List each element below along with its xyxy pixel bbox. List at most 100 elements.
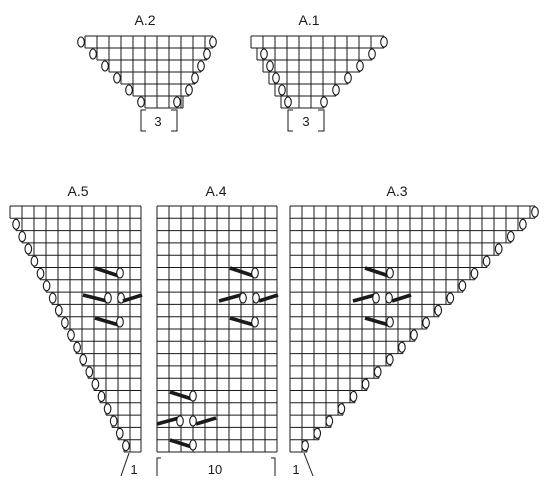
yarn-over-symbol xyxy=(284,96,292,108)
decrease-stroke-symbol xyxy=(169,438,193,449)
decrease-stroke-symbol xyxy=(364,266,390,278)
decrease-stroke-symbol xyxy=(94,266,120,278)
yarn-over-symbol xyxy=(103,403,112,415)
chart-grid-a1 xyxy=(250,35,385,109)
yarn-over-symbol xyxy=(372,292,380,304)
yarn-over-symbol xyxy=(332,84,340,96)
yarn-over-symbol xyxy=(272,72,280,84)
yarn-over-symbol xyxy=(109,415,118,427)
yarn-over-symbol xyxy=(137,96,145,108)
yarn-over-symbol xyxy=(356,60,364,72)
repeat-bracket-a5 xyxy=(120,452,130,477)
repeat-label-a5: 1 xyxy=(130,462,137,477)
decrease-stroke-symbol xyxy=(364,316,390,327)
yarn-over-symbol xyxy=(506,231,515,243)
yarn-over-symbol xyxy=(176,415,184,427)
yarn-over-symbol xyxy=(380,36,388,48)
yarn-over-symbol xyxy=(239,292,247,304)
repeat-label-a2: 3 xyxy=(154,114,161,129)
repeat-bracket-a1 xyxy=(287,109,325,132)
decrease-stroke-symbol xyxy=(218,293,242,303)
yarn-over-symbol xyxy=(48,292,57,304)
yarn-over-symbol xyxy=(313,427,322,439)
decrease-stroke-symbol xyxy=(258,293,279,303)
decrease-stroke-symbol xyxy=(391,293,412,303)
decrease-stroke-symbol xyxy=(229,316,255,327)
decrease-stroke-symbol xyxy=(352,293,376,303)
yarn-over-symbol xyxy=(494,243,503,255)
yarn-over-symbol xyxy=(113,72,121,84)
yarn-over-symbol xyxy=(386,267,394,279)
yarn-over-symbol xyxy=(385,354,394,366)
yarn-over-symbol xyxy=(458,280,467,292)
yarn-over-symbol xyxy=(191,72,199,84)
yarn-over-symbol xyxy=(36,267,45,280)
yarn-over-symbol xyxy=(12,218,20,230)
yarn-over-symbol xyxy=(122,440,130,452)
chart-grid-a5 xyxy=(9,205,142,453)
yarn-over-symbol xyxy=(251,267,259,279)
yarn-over-symbol xyxy=(386,316,394,328)
yarn-over-symbol xyxy=(301,440,309,452)
repeat-bracket-a2 xyxy=(140,109,178,132)
decrease-stroke-symbol xyxy=(169,390,193,401)
yarn-over-symbol xyxy=(173,96,181,108)
yarn-over-symbol xyxy=(470,267,479,280)
yarn-over-symbol xyxy=(91,378,100,390)
yarn-over-symbol xyxy=(18,231,27,243)
yarn-over-symbol xyxy=(42,280,51,292)
yarn-over-symbol xyxy=(185,84,193,96)
repeat-bracket-a4 xyxy=(156,457,276,476)
yarn-over-symbol xyxy=(116,267,124,279)
decrease-stroke-symbol xyxy=(195,416,217,426)
yarn-over-symbol xyxy=(252,292,260,304)
yarn-over-symbol xyxy=(260,48,268,60)
yarn-over-symbol xyxy=(101,60,109,72)
yarn-over-symbol xyxy=(104,292,112,304)
yarn-over-symbol xyxy=(67,329,75,341)
yarn-over-symbol xyxy=(97,390,106,403)
yarn-over-symbol xyxy=(361,378,370,390)
decrease-stroke-symbol xyxy=(156,416,180,426)
repeat-label-a4: 10 xyxy=(208,462,222,477)
chart-grid-a2 xyxy=(84,35,214,109)
yarn-over-symbol xyxy=(89,48,97,60)
decrease-stroke-symbol xyxy=(229,266,255,278)
yarn-over-symbol xyxy=(368,48,376,60)
yarn-over-symbol xyxy=(189,415,197,427)
yarn-over-symbol xyxy=(531,206,539,218)
chart-title-a3: A.3 xyxy=(386,183,407,199)
yarn-over-symbol xyxy=(251,316,259,328)
yarn-over-symbol xyxy=(434,304,443,316)
repeat-label-a3: 1 xyxy=(292,462,299,477)
yarn-over-symbol xyxy=(30,255,39,267)
yarn-over-symbol xyxy=(61,317,69,329)
yarn-over-symbol xyxy=(482,255,491,267)
chart-title-a1: A.1 xyxy=(298,12,319,28)
decrease-stroke-symbol xyxy=(94,316,120,327)
yarn-over-symbol xyxy=(54,304,63,316)
yarn-over-symbol xyxy=(373,366,382,378)
yarn-over-symbol xyxy=(116,316,124,328)
repeat-label-a1: 3 xyxy=(302,114,309,129)
yarn-over-symbol xyxy=(278,84,286,96)
yarn-over-symbol xyxy=(410,329,418,341)
yarn-over-symbol xyxy=(325,415,334,427)
yarn-over-symbol xyxy=(77,36,85,48)
decrease-stroke-symbol xyxy=(122,293,143,303)
yarn-over-symbol xyxy=(115,427,124,439)
yarn-over-symbol xyxy=(189,439,197,451)
yarn-over-symbol xyxy=(24,243,33,255)
yarn-over-symbol xyxy=(422,317,430,329)
yarn-over-symbol xyxy=(320,96,328,108)
yarn-over-symbol xyxy=(266,60,274,72)
chart-grid-a4 xyxy=(156,205,278,453)
yarn-over-symbol xyxy=(197,60,205,72)
yarn-over-symbol xyxy=(79,354,88,366)
yarn-over-symbol xyxy=(349,390,358,403)
yarn-over-symbol xyxy=(209,36,217,48)
yarn-over-symbol xyxy=(446,292,455,304)
chart-title-a5: A.5 xyxy=(67,183,88,199)
yarn-over-symbol xyxy=(85,366,94,378)
